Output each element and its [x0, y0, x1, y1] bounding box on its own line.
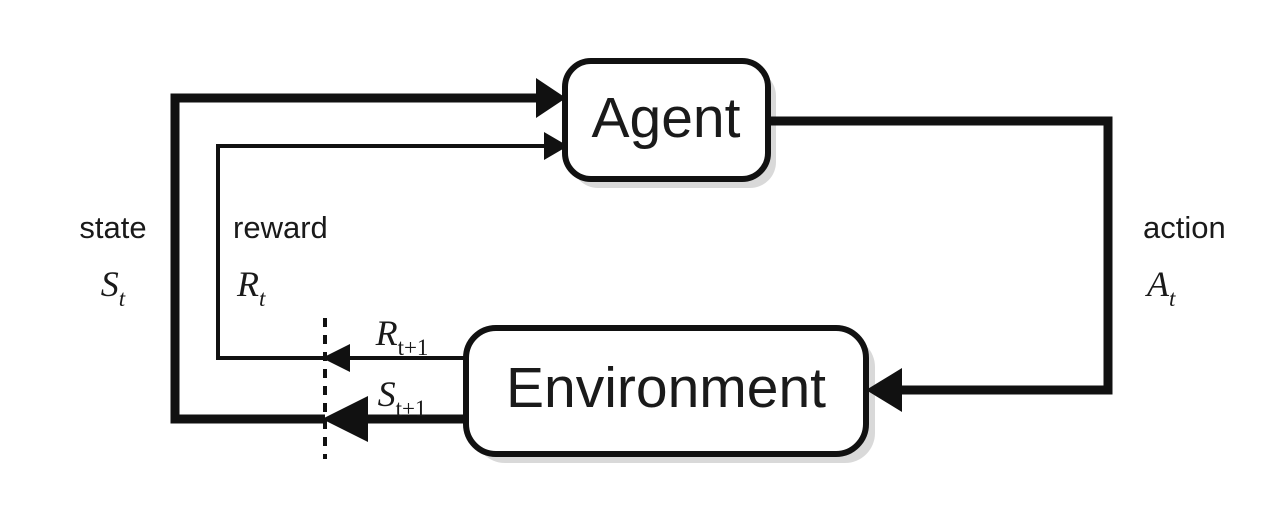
action-flow-line — [768, 116, 1113, 395]
state-symbol-sub: t — [119, 286, 126, 311]
reward-next-symbol-base: R — [375, 313, 398, 353]
reward-symbol-base: R — [236, 264, 259, 304]
agent-node[interactable]: Agent — [562, 58, 771, 182]
state-flow-line — [170, 93, 536, 424]
reward-next-symbol-sub: t+1 — [398, 335, 429, 360]
environment-node[interactable]: Environment — [463, 325, 869, 457]
state-edge-symbol: St — [101, 264, 126, 311]
state-next-symbol-sub: t+1 — [396, 396, 427, 421]
state-next-symbol-base: S — [378, 374, 396, 414]
environment-box[interactable] — [463, 325, 869, 457]
action-symbol-base: A — [1145, 264, 1170, 304]
state-next-arrowhead-icon — [322, 396, 368, 442]
reward-edge-symbol: Rt — [236, 264, 266, 311]
reward-next-edge-symbol: Rt+1 — [375, 313, 429, 360]
reward-symbol-sub: t — [259, 286, 266, 311]
agent-label: Agent — [592, 86, 741, 150]
reward-arrowhead-icon — [544, 132, 568, 160]
action-edge-word: action — [1143, 210, 1226, 245]
action-edge-symbol: At — [1145, 264, 1176, 311]
agent-box[interactable] — [562, 58, 771, 182]
action-symbol-sub: t — [1169, 286, 1176, 311]
state-edge-word: state — [79, 210, 146, 245]
reward-next-arrowhead-icon — [322, 344, 350, 372]
action-arrowhead-icon — [866, 368, 902, 412]
environment-label: Environment — [506, 356, 826, 420]
state-arrowhead-icon — [536, 78, 566, 118]
reward-edge-word: reward — [233, 210, 328, 245]
reward-flow-line — [216, 144, 544, 360]
state-next-edge-symbol: St+1 — [378, 374, 427, 421]
state-symbol-base: S — [101, 264, 119, 304]
